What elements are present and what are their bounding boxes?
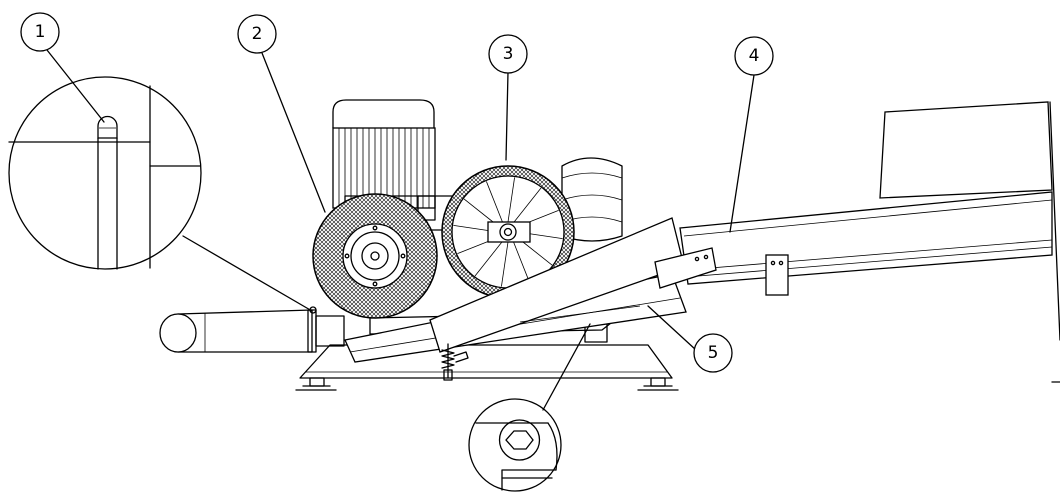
detail-circle-2 <box>468 398 562 492</box>
leader-4 <box>729 74 755 233</box>
leader-detail-2 <box>542 323 591 411</box>
callout-3: 3 <box>488 34 528 74</box>
feed-trough <box>344 217 717 363</box>
callout-3-label: 3 <box>503 44 514 64</box>
leader-3 <box>505 71 509 161</box>
callout-5: 5 <box>693 333 733 373</box>
wheel-spoke <box>512 187 542 224</box>
leader-lines <box>46 49 755 411</box>
base-frame <box>295 344 679 391</box>
callout-4: 4 <box>734 36 774 76</box>
conveyor <box>679 101 1060 383</box>
rear-cylinder <box>561 157 623 242</box>
grinding-wheel <box>312 193 438 319</box>
leader-5 <box>647 305 697 351</box>
leader-2 <box>261 52 326 213</box>
motor <box>332 99 436 221</box>
callout-1-label: 1 <box>35 22 46 42</box>
wheel-spoke <box>486 181 504 224</box>
suction-tube <box>159 306 345 353</box>
callout-1: 1 <box>20 12 60 52</box>
callout-4-label: 4 <box>749 46 760 66</box>
wheel-spoke <box>501 241 509 287</box>
callout-2: 2 <box>237 14 277 54</box>
spring-adjuster <box>441 343 469 381</box>
callout-2-label: 2 <box>252 24 263 44</box>
brush-wheel <box>441 165 575 299</box>
leader-detail-1 <box>182 235 313 312</box>
detail-circle-1 <box>8 76 202 270</box>
wheel-spoke <box>512 240 530 283</box>
wheel-spoke <box>474 240 504 277</box>
callout-5-label: 5 <box>708 343 719 363</box>
leader-1 <box>46 49 105 123</box>
wheel-spoke <box>507 177 515 223</box>
